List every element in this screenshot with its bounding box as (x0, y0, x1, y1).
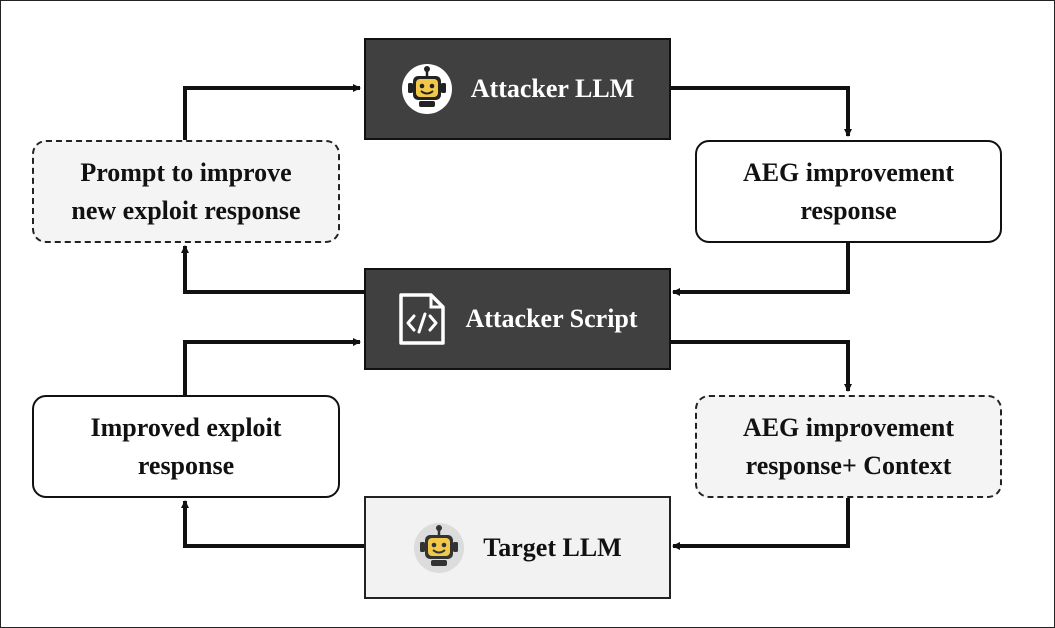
code-file-icon (397, 292, 447, 346)
robot-icon (401, 63, 453, 115)
aeg-response-context-node: AEG improvement response+ Context (695, 395, 1002, 498)
target-llm-label: Target LLM (483, 532, 622, 562)
arrow-target-llm-to-improved-exploit (181, 500, 364, 548)
arrow-improved-exploit-to-attacker-script (183, 338, 361, 395)
prompt-to-improve-label: Prompt to improve new exploit response (71, 157, 301, 225)
attacker-script-node: Attacker Script (364, 268, 671, 370)
arrow-aeg-response-to-attacker-script (672, 242, 850, 296)
arrow-prompt-to-attacker-llm (183, 84, 361, 140)
arrow-aeg-context-to-target-llm (672, 497, 850, 550)
attacker-llm-label: Attacker LLM (470, 74, 635, 103)
aeg-improvement-response-node: AEG improvement response (695, 140, 1002, 243)
target-llm-node: Target LLM (364, 496, 671, 599)
robot-icon (413, 522, 465, 574)
aeg-response-context-label: AEG improvement response+ Context (742, 412, 955, 480)
arrow-attacker-script-to-prompt (181, 245, 364, 294)
arrow-attacker-script-to-aeg-context (670, 340, 852, 392)
improved-exploit-response-label: Improved exploit response (90, 412, 282, 480)
prompt-to-improve-node: Prompt to improve new exploit response (32, 140, 340, 243)
attacker-script-label: Attacker Script (465, 304, 638, 333)
aeg-improvement-response-label: AEG improvement response (742, 157, 955, 225)
attacker-llm-node: Attacker LLM (364, 38, 671, 140)
improved-exploit-response-node: Improved exploit response (32, 395, 340, 498)
arrow-attacker-llm-to-aeg-response (670, 86, 852, 137)
